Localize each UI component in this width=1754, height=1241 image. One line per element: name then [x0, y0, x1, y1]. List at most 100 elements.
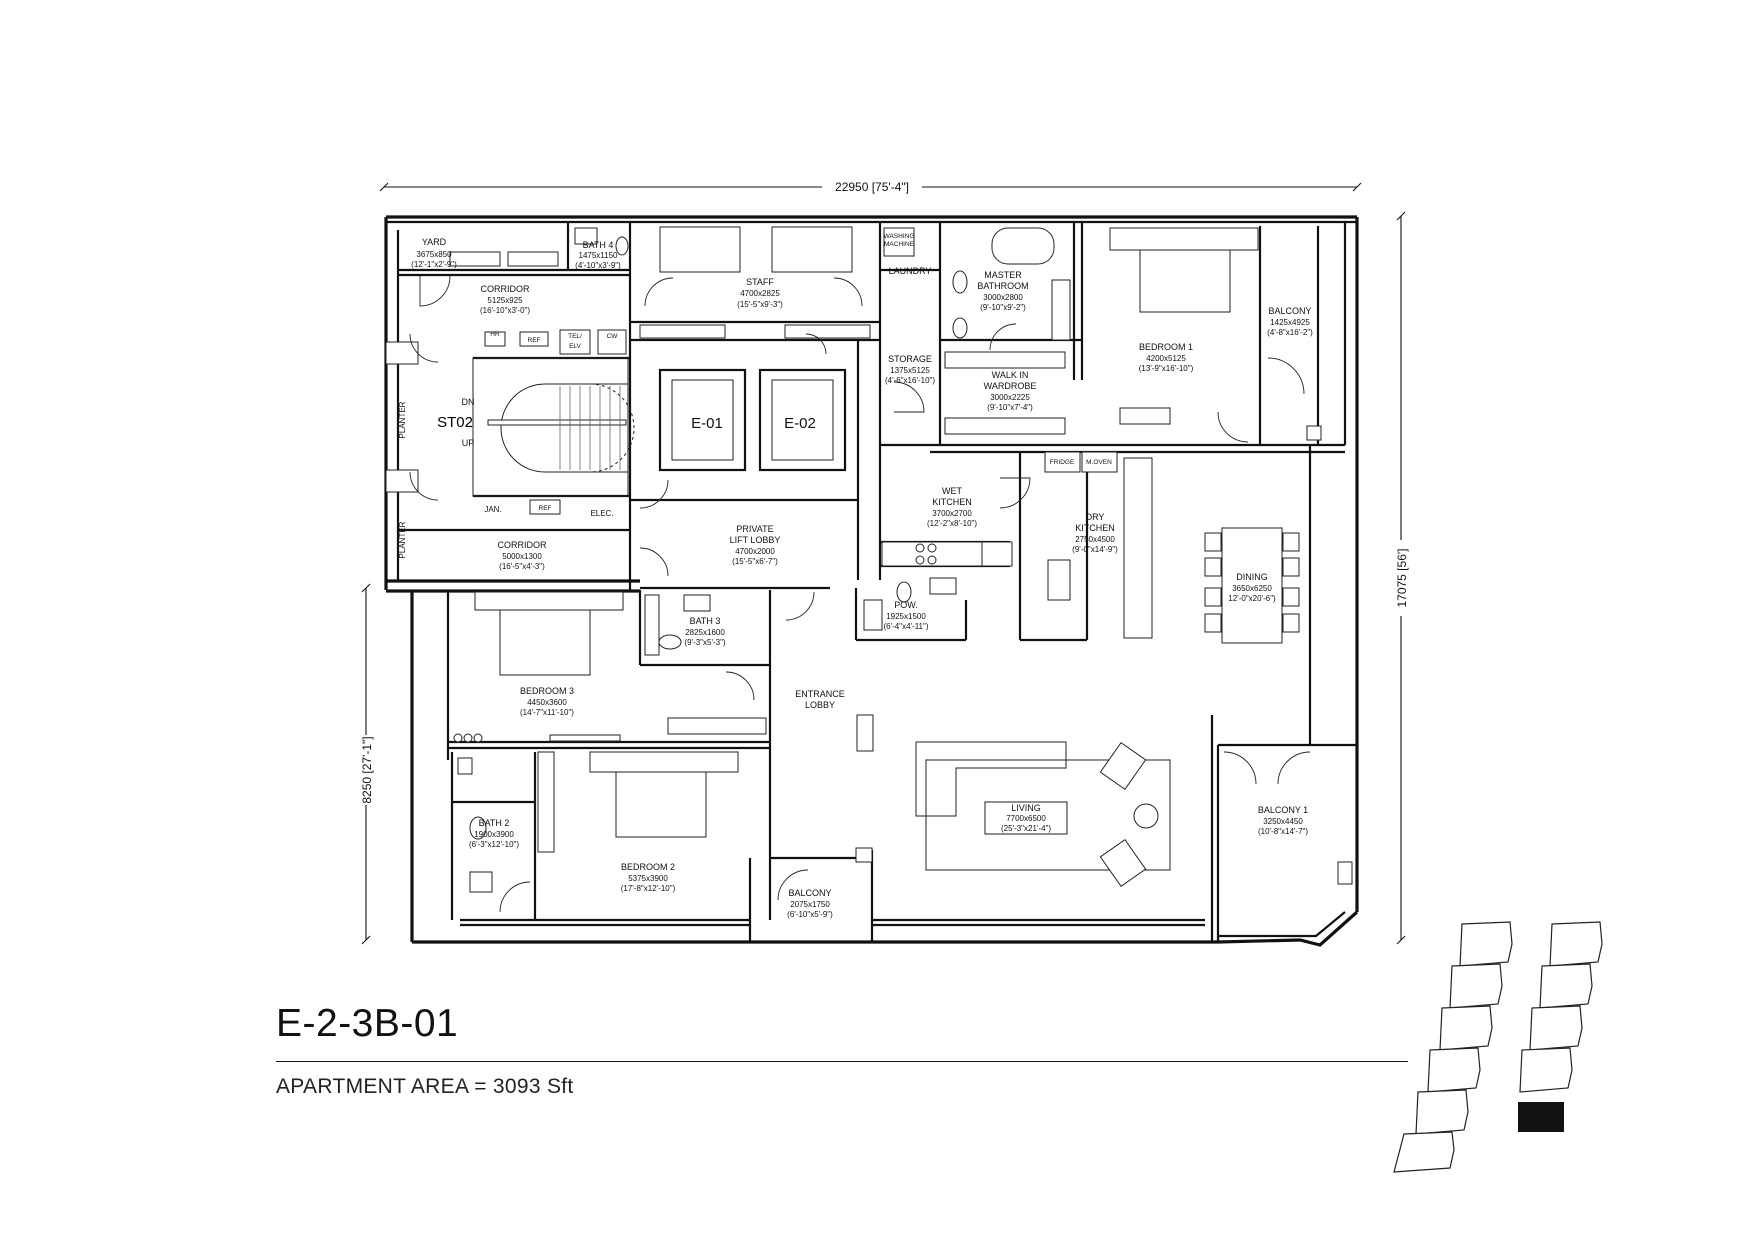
- lift-e02: E-02: [758, 368, 847, 472]
- wet-kitchen-imperial: (12'-2"x8'-10"): [927, 519, 977, 528]
- bath2-imperial: (6'-3"x12'-10"): [469, 840, 519, 849]
- corridor-top-size: 5125x925: [487, 296, 523, 305]
- dry-kitchen-imperial: (9'-0"x14'-9"): [1072, 545, 1118, 554]
- wet-kitchen-name2: KITCHEN: [932, 497, 972, 507]
- elv-label: ELV: [569, 343, 581, 350]
- room-corridor-top: CORRIDOR 5125x925 (16'-10"x3'-0"): [480, 284, 530, 315]
- laundry-name: LAUNDRY: [889, 266, 932, 276]
- room-entrance-lobby: ENTRANCE LOBBY: [795, 689, 845, 710]
- room-balcony-small: BALCONY 2075x1750 (6'-10"x5'-9"): [787, 888, 833, 919]
- staff-imperial: (15'-5"x9'-3"): [737, 300, 783, 309]
- room-bedroom3: BEDROOM 3 4450x3600 (14'-7"x11'-10"): [520, 686, 574, 717]
- dining-size: 3650x6250: [1232, 584, 1272, 593]
- bedroom1-imperial: (13'-9"x16'-10"): [1139, 364, 1194, 373]
- stair-dn-label: DN: [462, 397, 475, 407]
- dimension-width-label: 22950 [75'-4"]: [835, 180, 909, 194]
- unit-code-title: E-2-3B-01: [276, 1002, 459, 1045]
- entrance-name1: ENTRANCE: [795, 689, 845, 699]
- fridge-label: FRIDGE: [1050, 459, 1075, 466]
- bedroom2-size: 5375x3900: [628, 874, 668, 883]
- living-name: LIVING: [1011, 803, 1041, 813]
- tel-label: TEL/: [568, 333, 582, 340]
- dimension-height: 17075 [56']: [1392, 211, 1410, 945]
- storage-name: STORAGE: [888, 354, 932, 364]
- ref-label-top: REF: [528, 337, 541, 344]
- private-lift-imperial: (15'-5"x6'-7"): [732, 557, 778, 566]
- yard-name: YARD: [422, 237, 447, 247]
- room-corridor-bottom: CORRIDOR 5000x1300 (16'-5"x4'-3"): [498, 540, 547, 571]
- room-private-lift-lobby: PRIVATE LIFT LOBBY 4700x2000 (15'-5"x6'-…: [730, 524, 781, 566]
- doors: [409, 275, 1311, 913]
- yard-size: 3675x850: [416, 250, 452, 259]
- master-bath-name1: MASTER: [984, 270, 1022, 280]
- room-staff: STAFF 4700x2825 (15'-5"x9'-3"): [737, 277, 783, 309]
- room-bedroom1: BEDROOM 1 4200x5125 (13'-9"x16'-10"): [1139, 342, 1194, 373]
- room-yard: YARD 3675x850 (12'-1"x2'-9"): [411, 237, 457, 269]
- balcony-small-imperial: (6'-10"x5'-9"): [787, 910, 833, 919]
- m-oven-label: M.OVEN: [1086, 459, 1112, 466]
- stair-core: DN UP ST02 PLANTER PLANTER: [385, 341, 635, 558]
- storage-imperial: (4'-6"x16'-10"): [885, 376, 935, 385]
- yard-imperial: (12'-1"x2'-9"): [411, 260, 457, 269]
- fixtures: FRIDGE M.OVEN WASHING MACHINE: [449, 226, 1353, 893]
- dimension-height-label: 17075 [56']: [1395, 548, 1409, 607]
- ref-label-bottom: REF: [539, 505, 552, 512]
- room-laundry: LAUNDRY: [889, 266, 932, 276]
- wet-kitchen-size: 3700x2700: [932, 509, 972, 518]
- interior-walls: [398, 222, 1357, 942]
- title-divider: [276, 1061, 1408, 1062]
- private-lift-size: 4700x2000: [735, 547, 775, 556]
- walkin-name1: WALK IN: [992, 370, 1029, 380]
- jan-label: JAN.: [484, 505, 501, 514]
- dry-kitchen-name1: DRY: [1086, 512, 1105, 522]
- room-wet-kitchen: WET KITCHEN 3700x2700 (12'-2"x8'-10"): [927, 486, 977, 528]
- dining-imperial: 12'-0"x20'-6"): [1228, 594, 1276, 603]
- corridor-bottom-name: CORRIDOR: [498, 540, 547, 550]
- storage-size: 1375x5125: [890, 366, 930, 375]
- room-balcony-top: BALCONY 1425x4925 (4'-8"x16'-2"): [1267, 306, 1313, 337]
- pow-name: POW.: [894, 600, 918, 610]
- room-bath3: BATH 3 2825x1600 (9'-3"x5'-3"): [684, 616, 726, 647]
- lift-e01: E-01: [658, 368, 747, 472]
- balcony-top-name: BALCONY: [1268, 306, 1311, 316]
- machine-label: MACHINE: [884, 241, 915, 248]
- pow-size: 1925x1500: [886, 612, 926, 621]
- bath4-imperial: (4'-10"x3'-9"): [575, 261, 621, 270]
- room-living: LIVING 7700x6500 (25'-3"x21'-4"): [1001, 803, 1051, 833]
- master-bath-size: 3000x2800: [983, 293, 1023, 302]
- bedroom1-size: 4200x5125: [1146, 354, 1186, 363]
- room-walk-in-wardrobe: WALK IN WARDROBE 3000x2225 (9'-10"x7'-4"…: [984, 370, 1037, 412]
- bedroom2-imperial: (17'-8"x12'-10"): [621, 884, 676, 893]
- bedroom3-imperial: (14'-7"x11'-10"): [520, 708, 574, 717]
- lift-e01-label: E-01: [691, 415, 723, 432]
- key-plan-block-left: [1393, 921, 1513, 1173]
- stair-id-label: ST02: [437, 414, 473, 431]
- balcony-top-imperial: (4'-8"x16'-2"): [1267, 328, 1313, 337]
- bedroom3-name: BEDROOM 3: [520, 686, 574, 696]
- master-bath-imperial: (9'-10"x9'-2"): [980, 303, 1026, 312]
- room-dry-kitchen: DRY KITCHEN 2750x4500 (9'-0"x14'-9"): [1072, 512, 1118, 554]
- dry-kitchen-name2: KITCHEN: [1075, 523, 1115, 533]
- bedroom1-name: BEDROOM 1: [1139, 342, 1193, 352]
- dimension-left-label: 8250 [27'-1"]: [360, 736, 374, 803]
- balcony-small-size: 2075x1750: [790, 900, 830, 909]
- bath2-name: BATH 2: [479, 818, 510, 828]
- balcony1-name: BALCONY 1: [1258, 805, 1308, 815]
- dimension-width: 22950 [75'-4"]: [379, 178, 1362, 194]
- corridor-bottom-size: 5000x1300: [502, 552, 542, 561]
- corridor-top-name: CORRIDOR: [481, 284, 530, 294]
- cw-label: CW: [607, 333, 619, 340]
- staff-name: STAFF: [746, 277, 774, 287]
- bath3-size: 2825x1600: [685, 628, 725, 637]
- walkin-name2: WARDROBE: [984, 381, 1037, 391]
- key-plan-unit-highlight: [1518, 1102, 1564, 1132]
- key-plan: [1393, 921, 1603, 1173]
- room-bedroom2: BEDROOM 2 5375x3900 (17'-8"x12'-10"): [621, 862, 676, 893]
- dining-name: DINING: [1236, 572, 1268, 582]
- corridor-top-imperial: (16'-10"x3'-0"): [480, 306, 530, 315]
- bath4-name: BATH 4: [583, 240, 614, 250]
- balcony-small-name: BALCONY: [788, 888, 831, 898]
- living-size: 7700x6500: [1006, 814, 1046, 823]
- staff-size: 4700x2825: [740, 289, 780, 298]
- room-balcony1: BALCONY 1 3250x4450 (10'-8"x14'-7"): [1258, 805, 1309, 836]
